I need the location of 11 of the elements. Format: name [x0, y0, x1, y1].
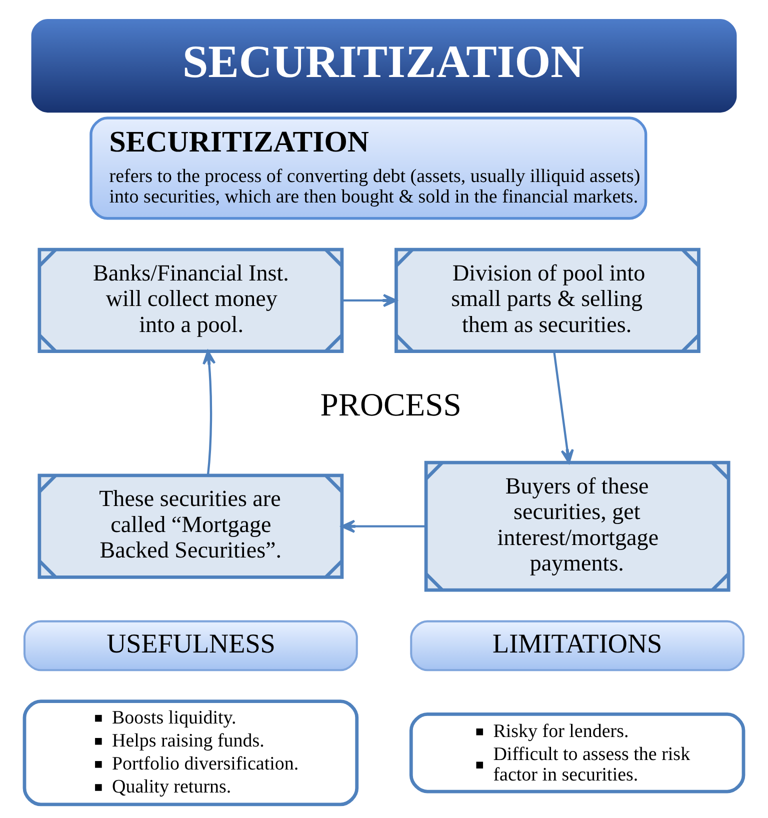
label: PROCESS: [320, 387, 462, 424]
arrow: [202, 350, 216, 476]
node-box: Risky for lenders. Difficult to assess the risk factor in securities.: [409, 712, 746, 794]
node-box: SECURITIZATION refers to the process of converting debt (assets, usually illiquid assets) into securities, which are then bought & sold in the financial markets.: [90, 116, 648, 220]
node-box: LIMITATIONS: [410, 620, 745, 672]
node-box: USEFULNESS: [23, 620, 358, 672]
arrow: [341, 520, 426, 533]
diagram-title: SECURITIZATION: [182, 36, 584, 87]
arrow: [553, 351, 574, 464]
node-box: Boosts liquidity. Helps raising funds. Portfolio diversification. Quality returns.: [22, 700, 359, 806]
arrow: [342, 294, 398, 308]
